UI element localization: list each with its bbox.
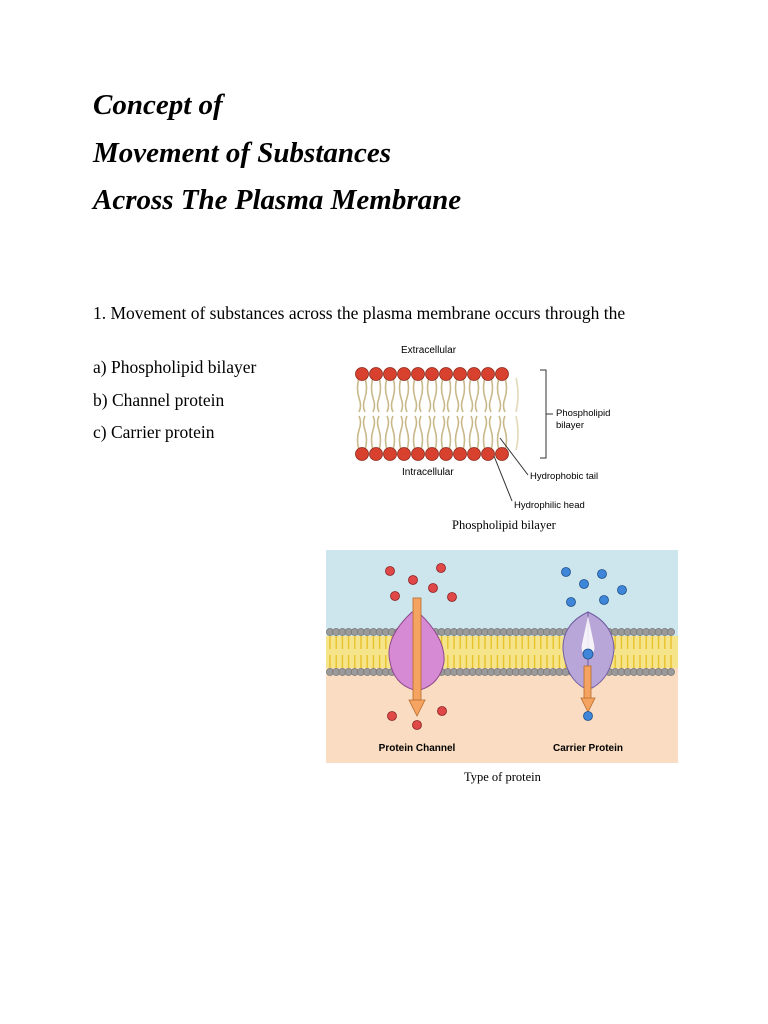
- carrier-solutes: [561, 567, 627, 721]
- option-c: c) Carrier protein: [93, 422, 215, 442]
- bilayer-graphic: [355, 367, 519, 461]
- label-hydrophobic-tail: Hydrophobic tail: [530, 471, 598, 482]
- label-bilayer: bilayer: [556, 420, 584, 431]
- question-text: 1. Movement of substances across the pla…: [93, 303, 626, 323]
- carrier-protein: [562, 611, 615, 713]
- channel-solutes: [385, 563, 457, 730]
- figure2-caption: Type of protein: [464, 770, 541, 784]
- option-b: b) Channel protein: [93, 390, 225, 410]
- figure1-caption: Phospholipid bilayer: [452, 518, 556, 532]
- label-phospholipid: Phospholipid: [556, 408, 610, 419]
- option-a: a) Phospholipid bilayer: [93, 357, 257, 377]
- label-carrier-protein: Carrier Protein: [553, 743, 623, 754]
- phospholipid-bilayer-diagram: Extracellular Phospholipid bilayer Intra…: [355, 345, 610, 511]
- title-line-2: Movement of Substances: [93, 137, 392, 169]
- head-pointer: [493, 455, 513, 502]
- channel-protein: [388, 597, 445, 717]
- intracellular-region: [326, 668, 678, 763]
- bilayer-bracket: [540, 369, 547, 459]
- tail-pointer: [499, 437, 529, 476]
- label-hydrophilic-head: Hydrophilic head: [514, 500, 585, 511]
- title-line-3: Across The Plasma Membrane: [93, 184, 462, 216]
- label-intracellular: Intracellular: [402, 467, 454, 478]
- protein-types-diagram: Protein Channel Carrier Protein: [326, 550, 678, 763]
- label-protein-channel: Protein Channel: [379, 743, 456, 754]
- title-line-1: Concept of: [93, 89, 223, 121]
- label-extracellular: Extracellular: [401, 345, 457, 356]
